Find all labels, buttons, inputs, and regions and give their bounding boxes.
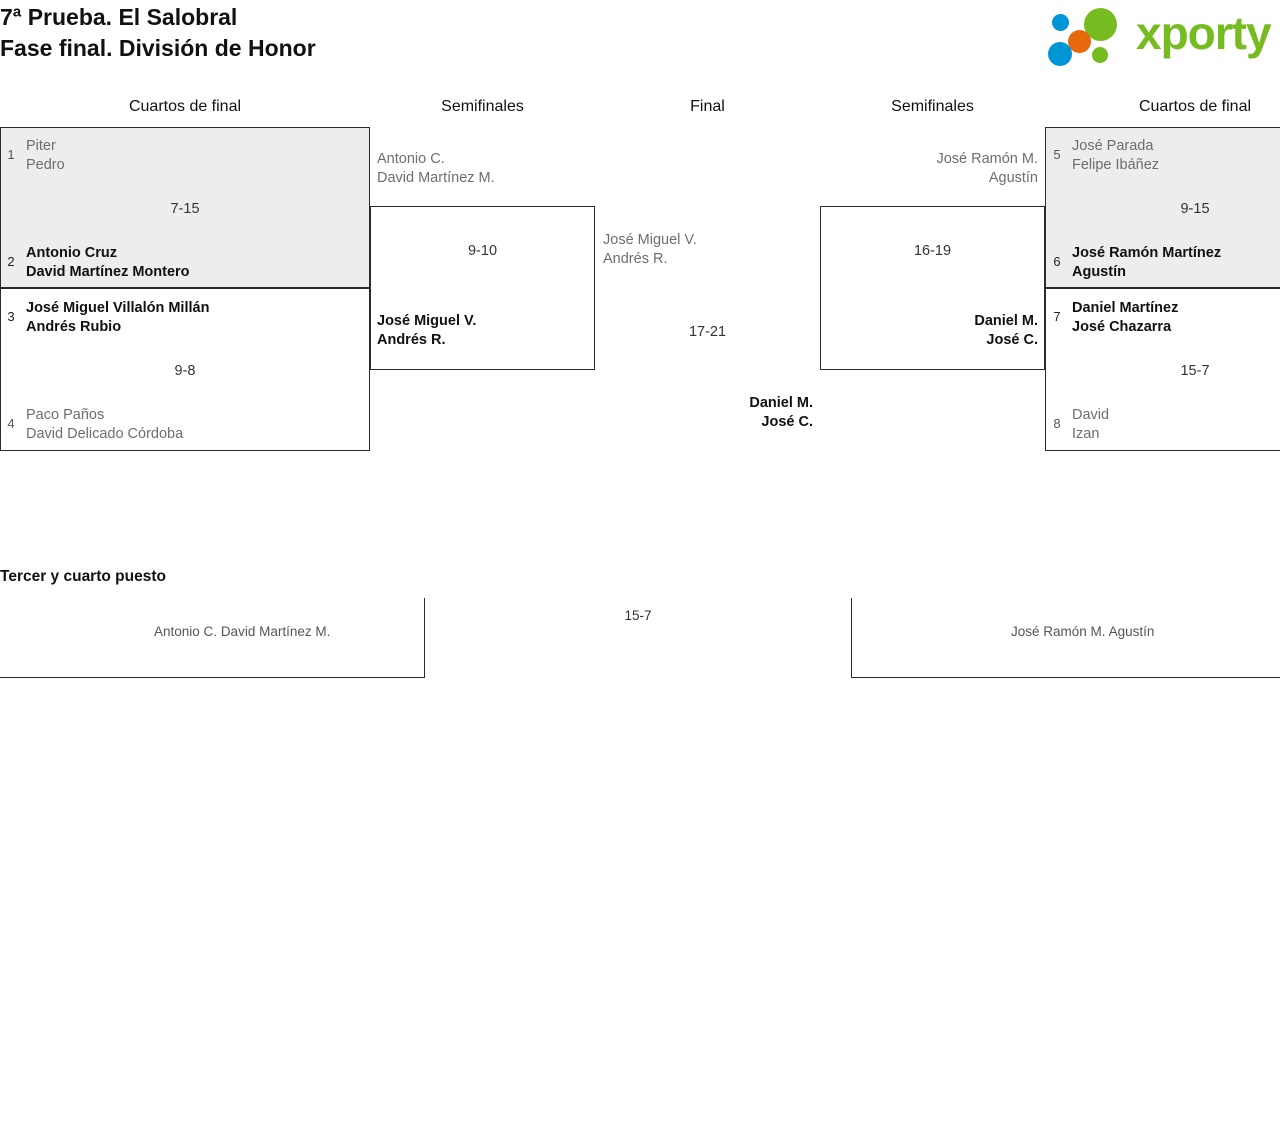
team-qf-right-2-bottom: David Izan: [1072, 406, 1109, 443]
score-qf-left-2: 9-8: [174, 363, 196, 379]
seed-number-2: 2: [7, 254, 15, 269]
score-qf-right-1: 9-15: [1180, 201, 1210, 217]
logo-wordmark: xporty: [1136, 7, 1272, 59]
score-sf-right: 16-19: [913, 243, 952, 259]
round-header-quarterfinals-left: Cuartos de final: [128, 98, 242, 115]
team-line-1: José Ramón M.: [936, 151, 1038, 167]
team-line-1: José Ramón M.: [1011, 624, 1106, 639]
team-qf-left-2-top: José Miguel Villalón Millán Andrés Rubio: [26, 299, 209, 336]
title-line-2: Fase final. División de Honor: [0, 35, 316, 61]
team-final-right: Daniel M. José C.: [595, 394, 813, 431]
team-sf-left-bottom: José Miguel V. Andrés R.: [377, 312, 476, 349]
third-place-left-connector-vertical: [424, 598, 425, 677]
seed-number-5: 5: [1053, 147, 1061, 162]
team-sf-right-bottom: Daniel M. José C.: [820, 312, 1038, 349]
team-third-place-left: Antonio C. David Martínez M.: [154, 623, 330, 640]
match-box-sf-right[interactable]: [820, 206, 1045, 370]
round-header-semifinals-right: Semifinales: [891, 98, 974, 115]
team-line-1: Antonio Cruz: [26, 245, 118, 261]
team-line-2: David Delicado Córdoba: [26, 425, 184, 442]
team-sf-right-top: José Ramón M. Agustín: [820, 150, 1038, 187]
logo-dot-blue-large: [1048, 42, 1072, 66]
third-place-right-connector-vertical: [851, 598, 852, 677]
score-qf-right-2: 15-7: [1180, 363, 1210, 379]
title-line-1: 7ª Prueba. El Salobral: [0, 4, 238, 30]
team-qf-left-1-top: Piter Pedro: [26, 137, 65, 174]
seed-number-8: 8: [1053, 416, 1061, 431]
team-line-1: José Ramón Martínez: [1072, 245, 1222, 261]
third-place-left-connector-bottom: [0, 677, 425, 678]
match-box-qf-right-1[interactable]: [1045, 127, 1280, 288]
team-line-2: Izan: [1072, 425, 1100, 442]
third-place-right-connector-bottom: [851, 677, 1280, 678]
team-line-1: Antonio C.: [377, 151, 445, 167]
team-line-1: Paco Paños: [26, 407, 105, 423]
team-qf-right-1-top: José Parada Felipe Ibáñez: [1072, 137, 1159, 174]
seed-number-6: 6: [1053, 254, 1061, 269]
team-line-1: Daniel M.: [974, 313, 1038, 329]
team-qf-right-1-bottom: José Ramón Martínez Agustín: [1072, 244, 1221, 281]
team-line-2: David Martínez M.: [220, 624, 331, 639]
team-line-2: Andrés R.: [377, 331, 446, 348]
seed-number-4: 4: [7, 416, 15, 431]
xporty-logo[interactable]: xporty: [1048, 6, 1276, 66]
team-line-1: José Miguel V.: [377, 313, 477, 329]
team-line-2: José C.: [986, 331, 1038, 348]
team-sf-left-top: Antonio C. David Martínez M.: [377, 150, 495, 187]
logo-dot-orange: [1068, 30, 1091, 53]
team-line-2: Agustín: [1108, 624, 1155, 639]
team-line-1: José Parada: [1072, 138, 1154, 154]
team-line-1: David: [1072, 407, 1110, 423]
team-line-2: David Martínez Montero: [26, 263, 190, 280]
match-box-qf-left-2[interactable]: [0, 288, 370, 451]
match-box-qf-right-2[interactable]: [1045, 288, 1280, 451]
team-line-2: Agustín: [1072, 263, 1126, 280]
team-qf-left-2-bottom: Paco Paños David Delicado Córdoba: [26, 406, 183, 443]
team-qf-right-2-top: Daniel Martínez José Chazarra: [1072, 299, 1178, 336]
score-final: 17-21: [688, 324, 727, 340]
seed-number-7: 7: [1053, 309, 1061, 324]
team-line-2: David Martínez M.: [377, 169, 495, 186]
team-line-1: Antonio C.: [154, 624, 218, 639]
round-header-semifinals-left: Semifinales: [441, 98, 524, 115]
team-qf-left-1-bottom: Antonio Cruz David Martínez Montero: [26, 244, 190, 281]
team-line-2: José C.: [761, 413, 813, 430]
round-header-quarterfinals-right: Cuartos de final: [1138, 98, 1252, 115]
score-qf-left-1: 7-15: [170, 201, 200, 217]
seed-number-3: 3: [7, 309, 15, 324]
third-place-title: Tercer y cuarto puesto: [0, 568, 166, 585]
logo-dot-blue-small: [1052, 14, 1069, 31]
team-line-2: Pedro: [26, 156, 65, 173]
round-header-final: Final: [690, 98, 725, 115]
team-line-2: José Chazarra: [1072, 318, 1172, 335]
page-title: 7ª Prueba. El Salobral Fase final. Divis…: [0, 2, 700, 64]
team-line-2: Andrés Rubio: [26, 318, 122, 335]
seed-number-1: 1: [7, 147, 15, 162]
match-box-qf-left-1[interactable]: [0, 127, 370, 288]
team-line-2: Andrés R.: [603, 250, 668, 267]
score-third-place: 15-7: [624, 608, 652, 623]
team-line-1: José Miguel Villalón Millán: [26, 300, 210, 316]
team-third-place-right: José Ramón M. Agustín: [1011, 623, 1154, 640]
match-box-sf-left[interactable]: [370, 206, 595, 370]
logo-dot-green-small: [1092, 47, 1108, 63]
team-line-1: Daniel M.: [749, 395, 813, 411]
team-line-1: Piter: [26, 138, 56, 154]
team-line-1: José Miguel V.: [603, 232, 697, 248]
team-line-2: Agustín: [988, 169, 1038, 186]
team-line-1: Daniel Martínez: [1072, 300, 1179, 316]
score-sf-left: 9-10: [467, 243, 498, 259]
team-final-left: José Miguel V. Andrés R.: [603, 231, 697, 268]
team-line-2: Felipe Ibáñez: [1072, 156, 1160, 173]
